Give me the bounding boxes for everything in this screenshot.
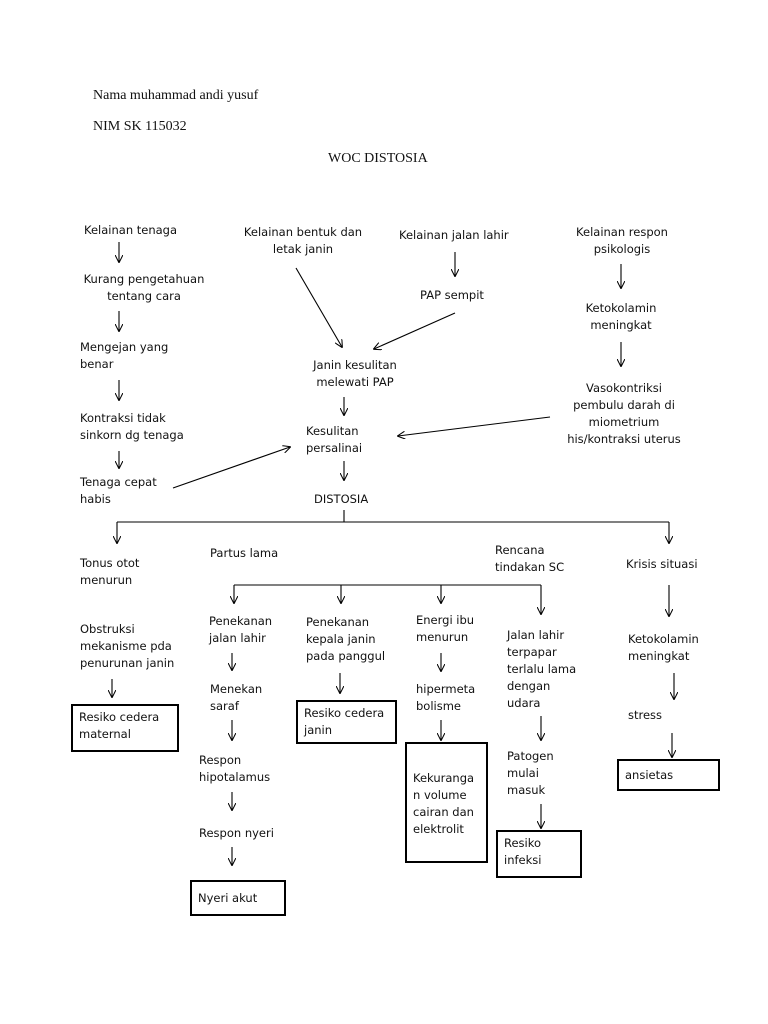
diagram-title: WOC DISTOSIA (328, 151, 428, 166)
node-kesulitan-persalinan: Kesulitan persalinai (306, 424, 363, 455)
node-penekanan-jalan: Penekanan jalan lahir (209, 614, 273, 645)
node-mengejan: Mengejan yang benar (80, 340, 169, 371)
node-patogen: Patogen mulai masuk (507, 749, 554, 797)
box-kekurangan-volume: Kekuranga n volume cairan dan elektrolit (405, 742, 488, 863)
node-ketokolamin-2: Ketokolamin meningkat (628, 632, 699, 663)
node-distosia: DISTOSIA (314, 492, 369, 506)
box-resiko-infeksi: Resiko infeksi (496, 830, 582, 878)
box-resiko-cedera-maternal: Resiko cedera maternal (71, 704, 179, 752)
node-rencana: Rencana tindakan SC (495, 543, 565, 574)
node-stress: stress (628, 708, 663, 722)
node-respon-nyeri: Respon nyeri (199, 826, 274, 840)
student-nim: NIM SK 115032 (93, 119, 187, 134)
node-hipermetabolisme: hipermeta bolisme (416, 682, 476, 713)
box-resiko-cedera-janin: Resiko cedera janin (296, 700, 397, 744)
node-kelainan-respon: Kelainan respon psikologis (576, 225, 668, 256)
node-vasokontriksi: Vasokontriksi pembulu darah di miometriu… (567, 381, 681, 446)
student-name: Nama muhammad andi yusuf (93, 88, 259, 103)
node-respon-hipo: Respon hipotalamus (199, 753, 271, 784)
node-ketokolamin-1: Ketokolamin meningkat (585, 301, 657, 332)
arrow (295, 267, 342, 347)
arrow (172, 447, 290, 489)
box-nyeri-akut: Nyeri akut (190, 880, 286, 916)
node-janin-kesulitan: Janin kesulitan melewati PAP (313, 358, 397, 389)
node-kurang-pengetahuan: Kurang pengetahuan tentang cara (83, 272, 205, 303)
box-ansietas: ansietas (617, 759, 720, 791)
node-partus: Partus lama (210, 546, 279, 560)
node-tonus: Tonus otot menurun (80, 556, 140, 587)
node-pap-sempit: PAP sempit (420, 288, 484, 302)
node-penekanan-kepala: Penekanan kepala janin pada panggul (306, 615, 386, 663)
node-menekan-saraf: Menekan saraf (210, 682, 263, 713)
node-kelainan-bentuk: Kelainan bentuk dan letak janin (243, 225, 363, 256)
node-krisis: Krisis situasi (626, 557, 698, 571)
node-kelainan-tenaga: Kelainan tenaga (84, 223, 178, 237)
arrow (398, 416, 551, 436)
node-jalan-terpapar: Jalan lahir terpapar terlalu lama dengan… (507, 628, 577, 710)
node-energi: Energi ibu menurun (416, 613, 475, 644)
node-kontraksi: Kontraksi tidak sinkorn dg tenaga (80, 411, 184, 442)
node-tenaga-habis: Tenaga cepat habis (80, 475, 157, 506)
arrow (374, 312, 456, 349)
node-kelainan-jalan: Kelainan jalan lahir (399, 228, 509, 242)
node-obstruksi: Obstruksi mekanisme pda penurunan janin (80, 622, 175, 670)
